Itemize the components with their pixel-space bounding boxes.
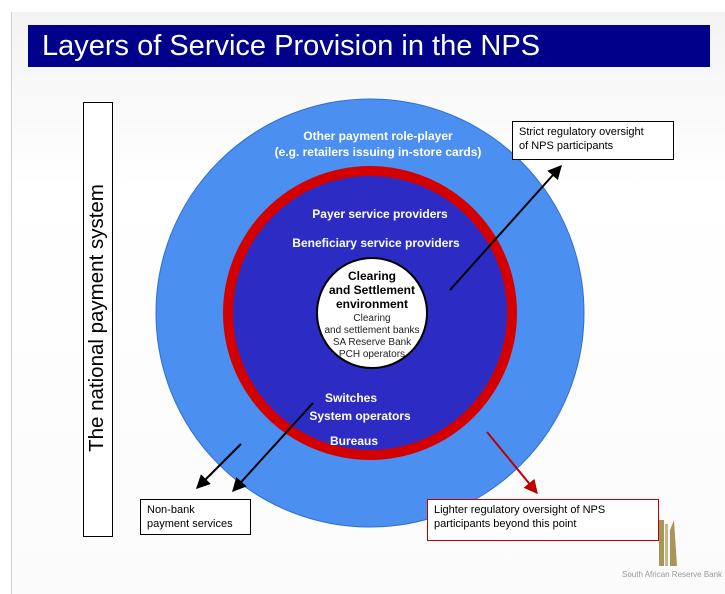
title-bar: Layers of Service Provision in the NPS — [28, 25, 710, 67]
core-item: PCH operators — [338, 349, 406, 360]
callout-lighter-line2: participants beyond this point — [434, 518, 577, 530]
switches-label: Switches — [324, 391, 378, 405]
core-items: Clearing and settlement banks SA Reserve… — [324, 313, 419, 361]
payer-label: Payer service providers — [312, 207, 448, 221]
core-item: and settlement banks — [324, 325, 420, 336]
core-item: SA Reserve Bank — [332, 337, 412, 348]
callout-nonbank-line1: Non-bank — [147, 504, 195, 516]
side-label-box — [83, 102, 113, 537]
core-item: Clearing — [353, 313, 391, 324]
slide-title: Layers of Service Provision in the NPS — [42, 30, 541, 62]
core-circle — [316, 257, 428, 369]
system-operators-label: System operators — [309, 409, 411, 423]
callout-strict-oversight: Strict regulatory oversight of NPS parti… — [512, 121, 674, 160]
outer-layer-label: Other payment role-player (e.g. retailer… — [275, 128, 482, 160]
arrow-lighter — [486, 431, 538, 495]
callout-lighter-line1: Lighter regulatory oversight of NPS — [434, 504, 606, 516]
outer-layer-line1: Other payment role-player — [303, 129, 453, 143]
callout-strict-line2: of NPS participants — [519, 140, 614, 152]
outer-layer-line2: (e.g. retailers issuing in-store cards) — [274, 145, 482, 159]
arrow-nonbank-2 — [232, 402, 314, 493]
callout-lighter-oversight: Lighter regulatory oversight of NPS part… — [427, 499, 659, 541]
core-title-line2: and Settlement — [328, 283, 416, 297]
callout-strict-line1: Strict regulatory oversight — [519, 126, 644, 138]
core-title: Clearing and Settlement environment — [329, 269, 415, 311]
arrow-nonbank-1 — [196, 443, 242, 489]
callout-nonbank: Non-bank payment services — [140, 499, 251, 535]
bureaus-label: Bureaus — [329, 434, 379, 448]
arrow-strict — [449, 164, 562, 291]
beneficiary-label: Beneficiary service providers — [292, 236, 460, 250]
callout-nonbank-line2: payment services — [147, 518, 233, 530]
sarb-logo-graphic — [659, 520, 677, 566]
core-title-line3: environment — [335, 297, 409, 311]
sarb-logo-text: South African Reserve Bank — [622, 570, 723, 579]
core-title-line1: Clearing — [347, 269, 397, 283]
